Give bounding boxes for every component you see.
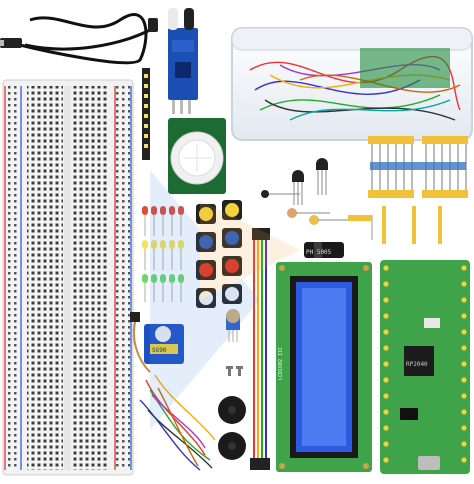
storage-box (231, 27, 473, 141)
electrolytic-capacitor: PH 5005 (304, 242, 344, 258)
pico-chip-label: RP2040 (406, 361, 428, 368)
pir-motion-sensor (168, 118, 226, 194)
ir-sensor-module (168, 8, 198, 114)
leds (142, 206, 184, 302)
push-buttons (196, 200, 242, 308)
capacitor-label: PH 5005 (306, 249, 332, 256)
loose-resistors (348, 206, 442, 244)
yellow-leds (142, 240, 184, 249)
watermark (150, 170, 300, 430)
servo-label: SG90 (152, 347, 167, 354)
lcd-module: LCD1602 IIC (276, 262, 372, 472)
green-leds (142, 274, 184, 283)
lcd-label: LCD1602 IIC (278, 347, 284, 380)
potentiometer (226, 309, 240, 342)
screws (226, 366, 243, 376)
resistor-strips (368, 136, 468, 198)
buzzers (218, 396, 246, 460)
led-bar (142, 68, 150, 160)
ribbon-cable (250, 228, 270, 470)
red-leds (142, 206, 184, 215)
jumper-wires (139, 374, 216, 471)
pico-board: RP2040 (380, 260, 470, 474)
servo-motor: SG90 (130, 312, 184, 373)
transistors (261, 158, 360, 225)
usb-cable (0, 13, 158, 65)
breadboard (2, 79, 134, 476)
